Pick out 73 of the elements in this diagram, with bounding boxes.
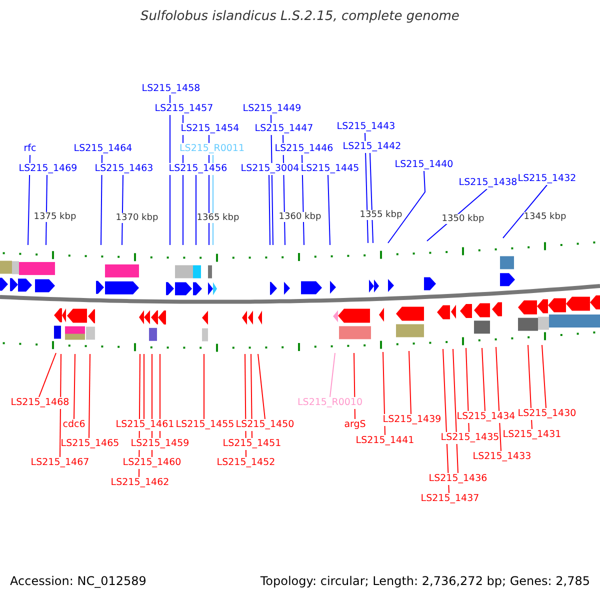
gene-label: LS215_1432 [518,173,576,185]
gene-label: LS215_1456 [168,163,228,175]
leader-line [496,346,502,452]
gene-label: LS215_1458 [142,83,200,95]
gene-label: LS215_1467 [30,457,90,469]
leader-line [408,350,412,414]
gene-label: LS215_1465 [60,438,120,450]
gene-label: LS215_1442 [342,141,402,153]
leader-line [502,184,548,238]
gene-label: LS215_1461 [116,419,174,431]
gene-label: LS215_1437 [420,493,480,505]
gene-label: LS215_1436 [428,473,488,485]
title: Sulfolobus islandicus L.S.2.15, complete genome [140,9,460,24]
gene-label: LS215_1434 [456,411,516,423]
leader-line [100,154,102,246]
gene-label: LS215_1462 [110,477,170,489]
scale-label: 1370 kbp [116,213,158,223]
gene-label: LS215_1430 [518,408,576,420]
gene-label: LS215_1447 [254,123,314,135]
leader-line [250,354,252,438]
accession-text: Accession: NC_012589 [10,574,146,588]
gene-label: LS215_1457 [154,103,214,115]
gene-label: LS215_1435 [440,432,500,444]
gene-label: LS215_1452 [216,457,276,469]
leader-line [466,348,470,432]
leader-line [38,352,56,398]
gene-label: LS215_1469 [18,163,78,175]
gene-label: LS215_3004 [240,163,300,175]
gene-label: LS215_1439 [382,414,442,426]
gene-label: argS [344,419,366,431]
scale-label: 1345 kbp [524,212,566,222]
scale-label: 1355 kbp [360,210,402,220]
scale-label: 1350 kbp [442,214,484,224]
gene-label: LS215_1464 [74,143,132,155]
gene-label: LS215_1431 [502,429,562,441]
gene-label: LS215_1455 [176,419,234,431]
gene-label: LS215_1451 [222,438,282,450]
scale-label: 1375 kbp [34,212,76,222]
gene-label: LS215_R0011 [180,143,244,155]
leader-line [330,352,336,398]
gene-label: LS215_1460 [122,457,182,469]
gene-label: LS215_R0010 [298,397,362,409]
leader-line [328,174,330,246]
leader-line [528,344,532,430]
gene-label: LS215_1463 [94,163,154,175]
gene-label: LS215_1449 [242,103,302,115]
gene-label: LS215_1468 [10,397,70,409]
leader-line [482,348,486,412]
scale-label: 1365 kbp [196,213,240,223]
leader-line [88,354,90,438]
gene-label: LS215_1438 [458,177,518,189]
gene-label: LS215_1446 [274,143,334,155]
leader-line [46,174,48,246]
scale-label: 1360 kbp [278,212,322,222]
gene-label: LS215_1440 [394,159,454,171]
genome-info-text: Topology: circular; Length: 2,736,272 bp; Genes: 2,785 [260,574,590,588]
leader-line [268,174,270,246]
gene-label: LS215_1441 [356,435,414,447]
leader-line [370,152,374,244]
leader-line [28,154,30,246]
leader-line [122,174,124,246]
leader-line [60,354,62,458]
gene-label: LS215_1454 [180,123,240,135]
leader-line [74,354,76,420]
leader-line [452,348,458,474]
gene-label: LS215_1433 [472,451,532,463]
gene-label: LS215_1459 [130,438,190,450]
gene-label: LS215_1443 [336,121,396,133]
gene-label: LS215_1450 [236,419,294,431]
gene-label: LS215_1445 [300,163,360,175]
leader-line [542,344,546,408]
leader-line [388,170,426,244]
leader-line [258,354,266,420]
